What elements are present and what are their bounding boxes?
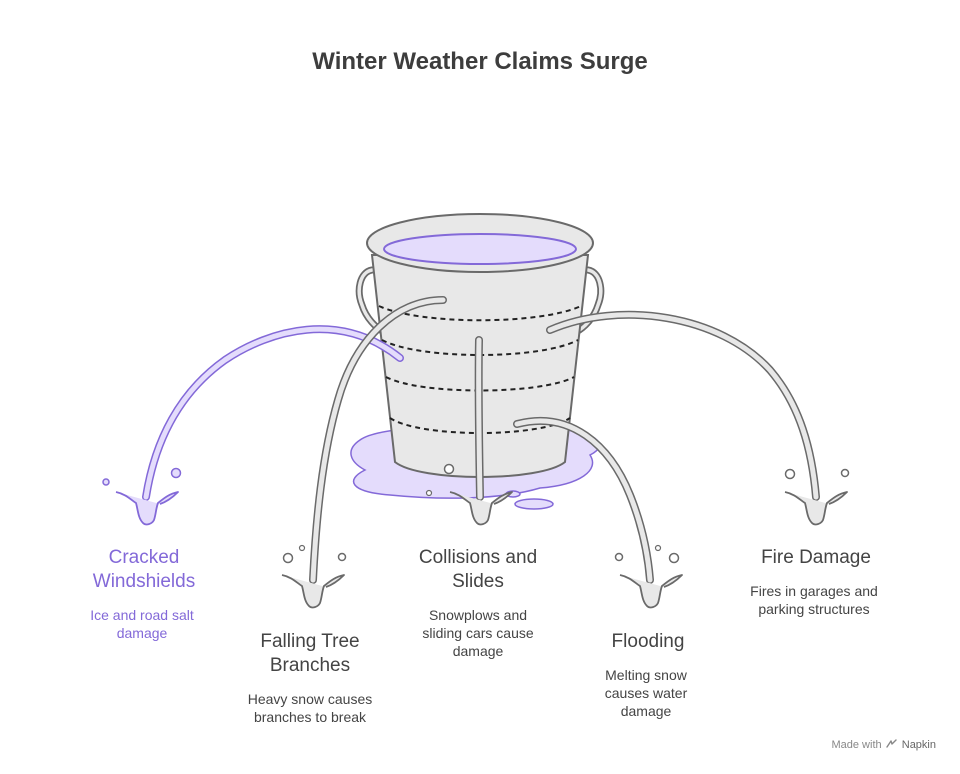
stream-fill <box>514 418 653 583</box>
desc-line: damage <box>620 703 672 719</box>
splash-flooding <box>614 544 683 609</box>
label-line: Branches <box>269 655 351 676</box>
bucket-handle-right-inner <box>574 268 603 334</box>
item-label-flooding: Flooding <box>568 630 728 654</box>
item-desc-fire-damage: Fires in garages and parking structures <box>714 582 914 618</box>
stream-fill <box>310 297 446 583</box>
credit-brand: Napkin <box>901 739 936 751</box>
napkin-logo-icon <box>885 739 897 748</box>
label-line: Collisions and <box>418 547 538 568</box>
label-line: Fire Damage <box>761 547 871 568</box>
desc-line: Ice and road salt <box>90 607 194 623</box>
item-label-cracked-windshields: Cracked Windshields <box>64 546 224 594</box>
desc-line: damage <box>452 643 504 659</box>
desc-line: Heavy snow causes <box>247 691 373 707</box>
splash-cracked-windshields <box>102 467 182 526</box>
droplet <box>425 489 433 497</box>
label-line: Flooding <box>611 631 685 652</box>
item-desc-cracked-windshields: Ice and road salt damage <box>62 606 222 642</box>
label-line: Cracked <box>108 547 180 568</box>
desc-line: parking structures <box>758 601 870 617</box>
stream-fill <box>143 326 403 500</box>
label-line: Windshields <box>92 571 196 592</box>
diagram-title: Winter Weather Claims Surge <box>312 48 648 75</box>
bucket-ring <box>385 376 575 392</box>
item-label-collisions-and-slides: Collisions and Slides <box>398 546 558 594</box>
desc-line: Snowplows and <box>428 607 528 623</box>
credit-prefix: Made with <box>831 739 882 751</box>
label-line: Falling Tree <box>260 631 360 652</box>
item-desc-falling-tree-branches: Heavy snow causes branches to break <box>220 690 400 726</box>
item-desc-collisions-and-slides: Snowplows and sliding cars cause damage <box>388 606 568 660</box>
splash-falling-tree-branches <box>281 544 347 609</box>
stream-fill <box>476 337 483 500</box>
item-label-falling-tree-branches: Falling Tree Branches <box>230 630 390 678</box>
stream-fill <box>547 312 819 500</box>
item-label-fire-damage: Fire Damage <box>736 546 896 570</box>
droplet <box>443 463 455 475</box>
puddle-drop <box>514 498 554 510</box>
napkin-credit: Made with Napkin <box>831 739 936 751</box>
splash-fire-damage <box>784 468 850 526</box>
item-desc-flooding: Melting snow causes water damage <box>556 666 736 720</box>
desc-line: causes water <box>604 685 688 701</box>
splash-collisions-and-slides <box>449 491 513 526</box>
desc-line: Fires in garages and <box>750 583 878 599</box>
desc-line: sliding cars cause <box>422 625 534 641</box>
desc-line: branches to break <box>253 709 367 725</box>
bucket-water <box>383 233 577 265</box>
desc-line: damage <box>116 625 168 641</box>
desc-line: Melting snow <box>605 667 687 683</box>
label-line: Slides <box>452 571 504 592</box>
